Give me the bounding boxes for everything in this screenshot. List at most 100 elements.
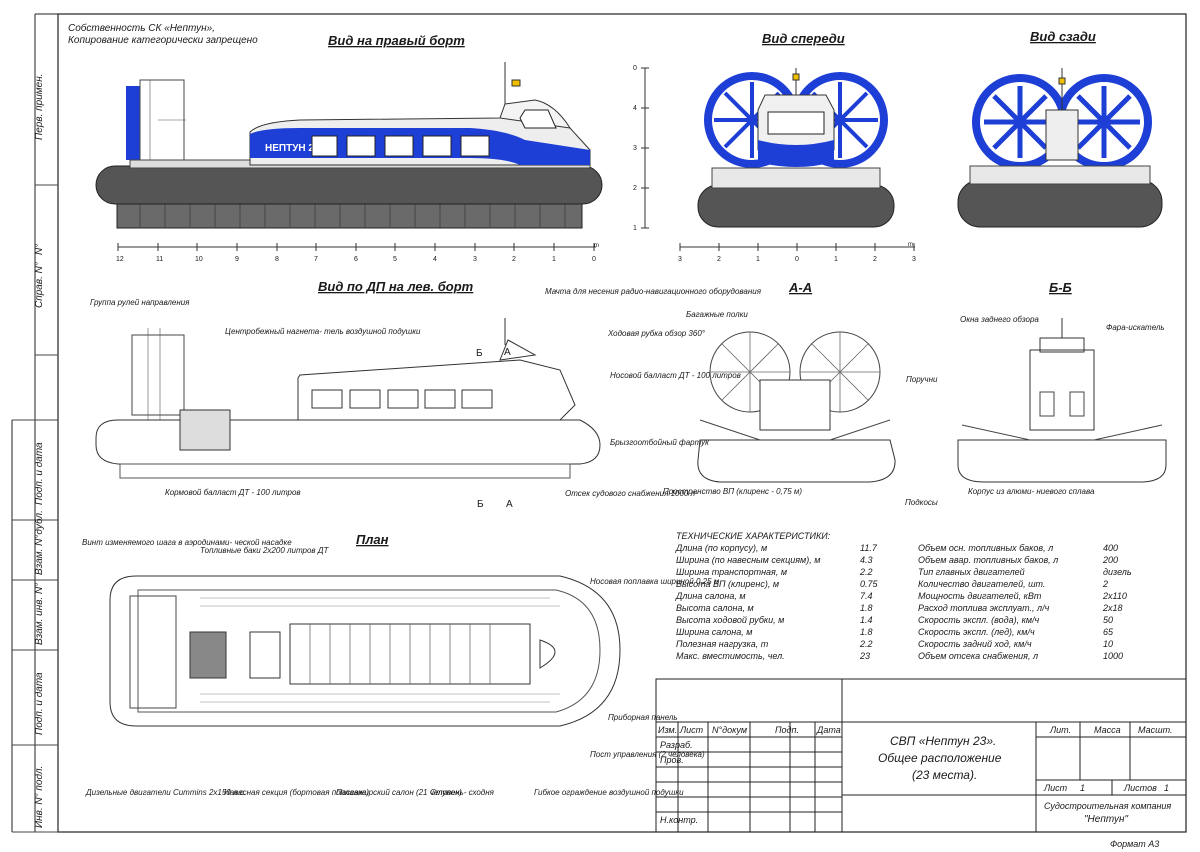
- fscale-tick: 0: [795, 256, 799, 263]
- scale-tick: 0: [592, 256, 596, 263]
- section-mark-a-bottom: А: [506, 499, 513, 510]
- scale-tick: 3: [473, 256, 477, 263]
- ann-side-section: Навесная секция (бортовая поплавка): [224, 788, 369, 797]
- ann-rudder-group: Группа рулей направления: [90, 298, 190, 307]
- copy-notice-text: Копирование категорически запрещено: [68, 35, 258, 46]
- ann-mast: Мачта для несения радио-навигационного о…: [545, 287, 762, 296]
- side-strip: Перв. примен. N° Справ. N° Подп. и дата …: [11, 13, 58, 833]
- spec-value: 0.75: [860, 579, 879, 589]
- spec-label: Количество двигателей, шт.: [918, 579, 1045, 589]
- spec-label: Макс. вместимость, чел.: [676, 651, 785, 661]
- scale-tick: 1: [552, 256, 556, 263]
- spec-value: 200: [1102, 555, 1118, 565]
- vscale-tick: 0: [633, 65, 637, 72]
- strip-sprav: Справ. N°: [34, 262, 45, 308]
- ann-propeller: Винт изменяемого шага в аэродинами- ческ…: [82, 538, 292, 547]
- ann-steps: Ступень- сходня: [430, 788, 495, 797]
- ann-dashboard: Приборная панель: [608, 713, 678, 722]
- vscale-tick: 2: [633, 185, 637, 192]
- tb-prov: Пров.: [660, 755, 684, 765]
- tb-col-podp: Подп.: [775, 725, 799, 735]
- tb-nkontr: Н.контр.: [660, 815, 698, 825]
- spec-label: Скорость экспл. (вода), км/ч: [918, 615, 1039, 625]
- scale-tick: 12: [116, 256, 124, 263]
- fscale-tick: 1: [756, 256, 760, 263]
- spec-value: 1.4: [860, 615, 873, 625]
- specs-title: ТЕХНИЧЕСКИЕ ХАРАКТЕРИСТИКИ:: [676, 531, 831, 541]
- strip-perv-primen: Перв. примен.: [34, 74, 45, 140]
- strip-n: N°: [34, 244, 45, 255]
- scale-tick: 10: [195, 256, 203, 263]
- tb-company-2: "Нептун": [1084, 814, 1128, 825]
- spec-value: 10: [1103, 639, 1113, 649]
- spec-label: Расход топлива эксплуат., л/ч: [918, 603, 1050, 613]
- section-mark-a-top: А: [504, 347, 511, 358]
- tb-company-1: Судостроительная компания: [1044, 801, 1171, 811]
- scale-tick: 11: [156, 256, 163, 263]
- tb-sheets: Листов: [1123, 783, 1157, 793]
- right-side-view: НЕПТУН 23: [95, 62, 603, 229]
- spec-value: 4.3: [860, 555, 873, 565]
- ann-fuel-tanks: Топливные баки 2х200 литров ДТ: [200, 546, 329, 555]
- view-title-bb: Б-Б: [1049, 280, 1072, 295]
- specs-left: Длина (по корпусу), м 11.7 Ширина (по нав…: [675, 543, 879, 661]
- ann-luggage-shelves: Багажные полки: [686, 310, 748, 319]
- vertical-scale: 4 3 2 1 0: [633, 65, 649, 232]
- spec-value: 50: [1103, 615, 1113, 625]
- spec-value: 7.4: [860, 591, 873, 601]
- ann-rear-windows: Окна заднего обзора: [960, 315, 1039, 324]
- plan-view: [109, 575, 621, 727]
- spec-label: Мощность двигателей, кВт: [918, 591, 1042, 601]
- front-scale: 3 2 1 0 1 2 3 m: [678, 242, 916, 263]
- tb-razrab: Разраб.: [660, 740, 693, 750]
- view-title-right-side: Вид на правый борт: [328, 33, 465, 48]
- strip-vzam-inv: Взам. инв. N°: [34, 583, 45, 645]
- sheet-frame: [57, 13, 1187, 833]
- dp-annotations: Группа рулей направления Центробежный на…: [90, 287, 762, 498]
- strip-vzam-dubl: Взам. N°дубл.: [33, 510, 45, 575]
- main-scale: 12 11 10 9 8 7 6 5 4 3 2 1 0 m: [116, 243, 599, 263]
- scale-tick: 6: [354, 256, 358, 263]
- vessel-name-label: НЕПТУН 23: [265, 143, 320, 154]
- fscale-tick: 3: [678, 256, 682, 263]
- tb-sheet: Лист: [1043, 783, 1068, 793]
- scale-tick: 7: [314, 256, 318, 263]
- tb-doc-title-3: (23 места).: [912, 768, 977, 782]
- ann-handrails: Поручни: [906, 375, 938, 384]
- tb-doc-title-2: Общее расположение: [878, 751, 1002, 765]
- dp-side-view: [95, 318, 601, 479]
- tb-col-list: Лист: [679, 725, 704, 735]
- tb-sheet-no: 1: [1080, 783, 1085, 793]
- view-title-dp: Вид по ДП на лев. борт: [318, 279, 474, 294]
- spec-value: 1.8: [860, 627, 873, 637]
- fscale-unit: m: [908, 242, 913, 248]
- section-mark-b-top: Б: [476, 348, 483, 359]
- ann-bow-pontoon: Носовая поплавка шириной 0,25 м: [590, 577, 720, 586]
- blue-rudder: [126, 86, 140, 160]
- vscale-tick: 3: [633, 145, 637, 152]
- spec-value: 11.7: [860, 543, 878, 553]
- fscale-tick: 3: [912, 256, 916, 263]
- spec-label: Полезная нагрузка, т: [676, 639, 769, 649]
- ann-splash-apron: Брызгоотбойный фартук: [610, 438, 710, 447]
- ann-cushion-space: Пространство ВП (клиренс - 0,75 м): [663, 487, 802, 496]
- view-title-plan: План: [356, 532, 389, 547]
- spec-label: Высота салона, м: [676, 603, 754, 613]
- ownership-text: Собственность СК «Нептун»,: [68, 22, 215, 34]
- tb-col-data: Дата: [816, 725, 841, 735]
- spec-label: Объем отсека снабжения, л: [918, 651, 1038, 661]
- spec-label: Длина (по корпусу), м: [675, 543, 767, 553]
- view-title-front: Вид спереди: [762, 31, 845, 46]
- view-title-aa: А-А: [788, 280, 812, 295]
- spec-label: Объем осн. топливных баков, л: [918, 543, 1053, 553]
- ann-wheelhouse: Ходовая рубка обзор 360°: [607, 329, 706, 338]
- spec-value: 2.2: [859, 639, 873, 649]
- section-aa-view: [697, 331, 896, 483]
- spec-label: Ширина (по навесным секциям), м: [676, 555, 820, 565]
- tb-col-ndokum: N°докум: [712, 725, 747, 735]
- ann-diesel-engines: Дизельные двигатели Cummins 2x150 л.с.: [85, 788, 246, 797]
- ann-supply-compartment: Отсек судового снабжения 1000 л: [565, 489, 696, 498]
- scale-tick: 4: [433, 256, 437, 263]
- ann-flexible-skirt: Гибкое ограждение воздушной подушки: [534, 788, 684, 797]
